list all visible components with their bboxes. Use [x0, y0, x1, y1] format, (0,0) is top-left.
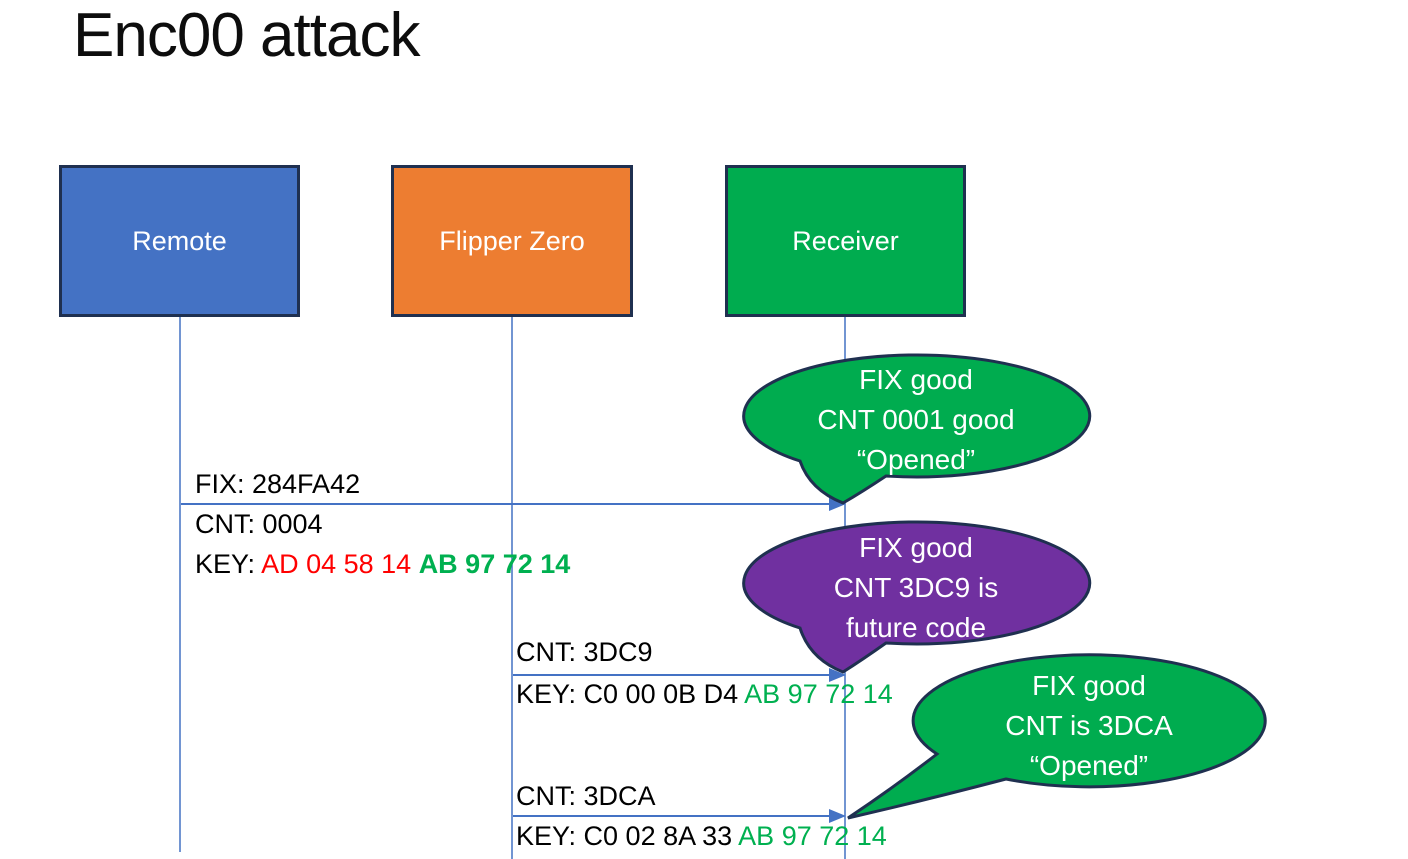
callout2-line3: future code	[845, 612, 987, 643]
callout2-line2: CNT 3DC9 is	[833, 572, 999, 603]
message3-key-green-bytes: AB 97 72 14	[738, 821, 887, 851]
message3-cnt-label: CNT: 3DCA	[516, 781, 656, 811]
callout1-text: FIX good CNT 0001 good “Opened”	[756, 360, 1076, 480]
message3-key-prefix: KEY: C0 02 8A 33	[516, 821, 739, 851]
callout-bubble-green-2	[847, 653, 1267, 820]
callout-bubble-purple	[742, 520, 1092, 674]
message1-cnt-label: CNT: 0004	[195, 509, 323, 539]
message1-key-green-bytes: AB 97 72 14	[418, 549, 571, 579]
actor-label-remote: Remote	[132, 225, 227, 256]
callout2-line1: FIX good	[859, 532, 973, 563]
callout3-line3: “Opened”	[1029, 750, 1149, 781]
message1-key-prefix: KEY:	[195, 549, 262, 579]
callout3-line1: FIX good	[1032, 670, 1146, 701]
message1-key-label: KEY: AD 04 58 14 AB 97 72 14	[195, 549, 570, 580]
callout3-text: FIX good CNT is 3DCA “Opened”	[929, 666, 1249, 786]
message2-key-green-bytes: AB 97 72 14	[744, 679, 893, 709]
callout1-line2: CNT 0001 good	[817, 404, 1015, 435]
message2-arrowhead-icon	[829, 668, 846, 682]
callout1-line3: “Opened”	[856, 444, 976, 475]
actor-box-remote: Remote	[59, 165, 300, 317]
message1-fix-label: FIX: 284FA42	[195, 469, 361, 499]
slide-title: Enc00 attack	[73, 1, 420, 70]
message3-key-label: KEY: C0 02 8A 33 AB 97 72 14	[516, 821, 887, 852]
message1-key-red-bytes: AD 04 58 14	[261, 549, 419, 579]
message1-arrowhead-icon	[829, 497, 846, 511]
message3-arrowhead-icon	[829, 809, 846, 823]
actor-label-flipper-zero: Flipper Zero	[439, 225, 585, 256]
callout2-text: FIX good CNT 3DC9 is future code	[756, 528, 1076, 648]
message2-cnt-label: CNT: 3DC9	[516, 637, 653, 667]
message2-key-label: KEY: C0 00 0B D4 AB 97 72 14	[516, 679, 893, 710]
callout1-line1: FIX good	[859, 364, 973, 395]
actor-label-receiver: Receiver	[792, 225, 899, 256]
actor-box-flipper-zero: Flipper Zero	[391, 165, 633, 317]
actor-box-receiver: Receiver	[725, 165, 966, 317]
callout3-line2: CNT is 3DCA	[1005, 710, 1173, 741]
message2-key-prefix: KEY: C0 00 0B D4	[516, 679, 745, 709]
callout-bubble-green-1	[742, 353, 1092, 505]
